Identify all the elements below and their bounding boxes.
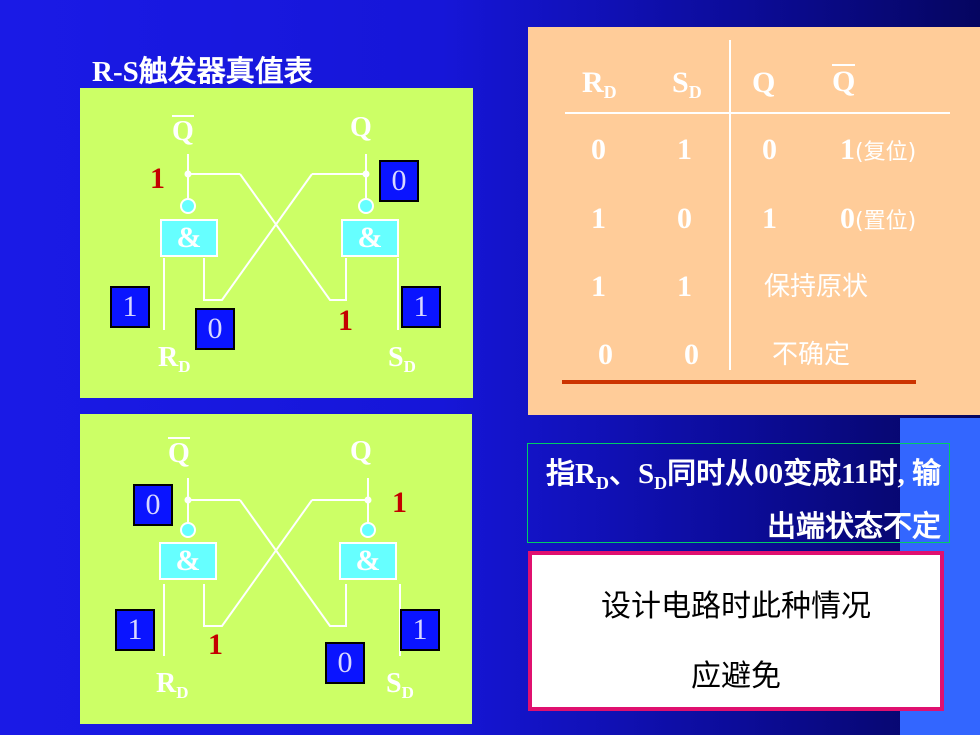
circuit-wires-top (163, 154, 399, 330)
sd-value-box: 1 (401, 286, 441, 328)
header-q-bar: Q (832, 64, 856, 98)
header-rd: RD (582, 66, 617, 102)
rd-feedback-value-box: 0 (195, 308, 235, 350)
warning-line-1: 设计电路时此种情况 (601, 589, 871, 624)
q-bar-value-box: 0 (133, 484, 173, 526)
row2-q-bar: 0(置位) (840, 202, 917, 235)
row4-rd: 0 (598, 338, 613, 371)
row1-rd: 0 (591, 133, 606, 166)
circuit-diagram-bottom: Q Q & & RD SD 0 1 1 1 0 1 (80, 414, 472, 724)
sd-value-box: 1 (400, 609, 440, 651)
rd-input-label: RD (156, 668, 189, 702)
warning-box: 设计电路时此种情况 应避免 (528, 551, 944, 711)
rd-input-label: RD (158, 342, 191, 376)
slide-title: R-S触发器真值表 (92, 56, 313, 88)
sd-feedback-value-box: 0 (325, 642, 365, 684)
row1-q: 0 (762, 133, 777, 166)
row3-rd: 1 (591, 270, 606, 303)
truth-table-bottom-rule (562, 380, 916, 384)
row3-state: 保持原状 (764, 272, 869, 302)
q-bar-label: Q (168, 437, 190, 469)
q-bar-value: 1 (150, 162, 165, 195)
circuit-diagram-top: Q Q & & RD SD 1 0 1 0 1 1 (80, 88, 473, 398)
row1-sd: 1 (677, 133, 692, 166)
truth-table-column-rule (729, 40, 731, 370)
rd-feedback-value: 1 (208, 628, 223, 661)
row1-q-bar: 1(复位) (840, 133, 917, 166)
nand-gate-left: & (160, 219, 218, 257)
header-sd: SD (672, 66, 702, 102)
warning-line-2: 应避免 (691, 659, 781, 694)
nand-gate-left: & (159, 542, 217, 580)
row2-rd: 1 (591, 202, 606, 235)
row2-sd: 0 (677, 202, 692, 235)
q-label: Q (350, 112, 372, 143)
header-q: Q (752, 66, 776, 99)
rd-value-box: 1 (110, 286, 150, 328)
row4-state: 不确定 (772, 340, 851, 370)
q-value-box: 0 (379, 160, 419, 202)
note-text: 指RD、SD同时从00变成11时, 输出端状态不定 (546, 458, 941, 543)
rd-value-box: 1 (115, 609, 155, 651)
q-bar-label: Q (172, 115, 194, 147)
nand-gate-right: & (341, 219, 399, 257)
sd-input-label: SD (388, 342, 416, 376)
row4-sd: 0 (684, 338, 699, 371)
sd-input-label: SD (386, 668, 414, 702)
circuit-wires-bottom (163, 478, 401, 656)
truth-table-header-rule (565, 112, 950, 114)
row2-q: 1 (762, 202, 777, 235)
note-box: 指RD、SD同时从00变成11时, 输出端状态不定 (527, 443, 950, 543)
q-value: 1 (392, 486, 407, 519)
truth-table-panel (528, 27, 980, 415)
row3-sd: 1 (677, 270, 692, 303)
q-label: Q (350, 436, 372, 467)
sd-feedback-value: 1 (338, 304, 353, 337)
nand-gate-right: & (339, 542, 397, 580)
